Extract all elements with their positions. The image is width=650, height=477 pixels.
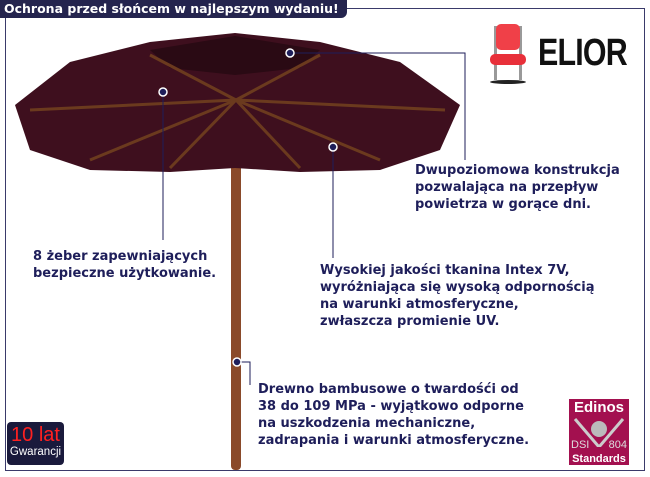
warranty-badge: 10 lat Gwarancji: [7, 422, 64, 465]
banner-title: Ochrona przed słońcem w najlepszym wydan…: [0, 0, 347, 18]
brand-logo: ELIOR: [488, 22, 649, 84]
callout-fabric: Wysokiej jakości tkanina Intex 7V,wyróżn…: [320, 263, 595, 329]
upper-canopy: [150, 36, 320, 75]
chair-icon: [490, 24, 526, 84]
certificate-v-icon: [573, 418, 625, 447]
leader-lines: [162, 52, 466, 385]
pole: [231, 95, 241, 470]
callout-dots: [158, 48, 338, 367]
brand-name: ELIOR: [538, 31, 628, 74]
